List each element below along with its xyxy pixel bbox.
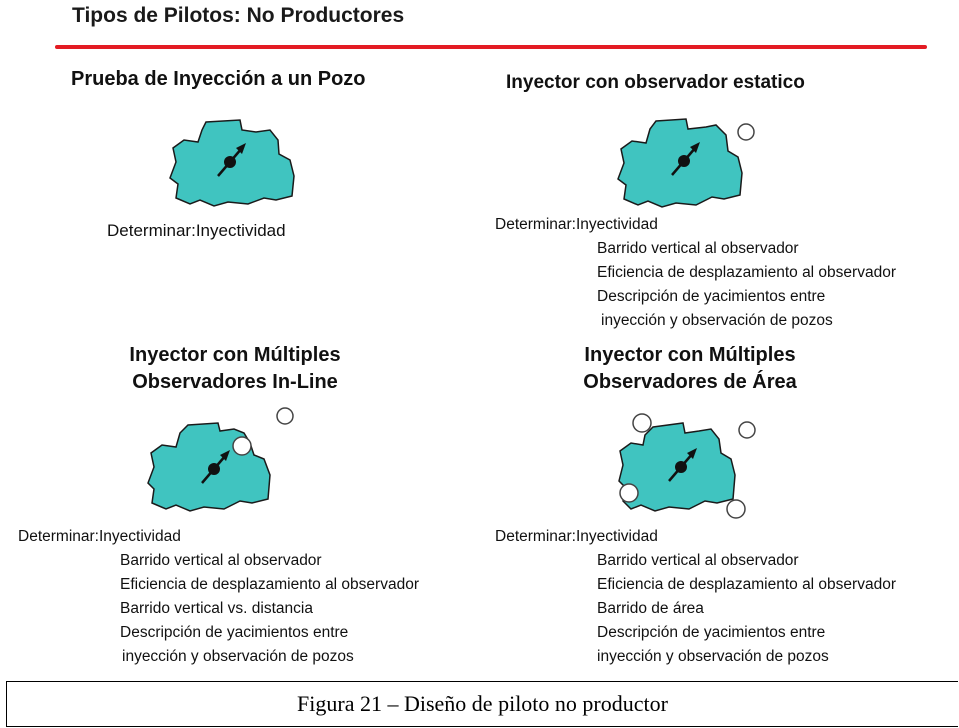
reservoir-diagram-1 [169,119,295,207]
result-item: Descripción de yacimientos entre [597,288,826,305]
reservoir-diagram-3 [147,407,294,512]
result-item: Barrido vertical al observador [597,552,799,569]
observer-well-icon [738,421,756,439]
result-item: Barrido vertical al observador [597,240,799,257]
determine-label: Determinar: [18,528,99,545]
figure-caption: Figura 21 – Diseño de piloto no producto… [297,691,668,716]
result-item: Eficiencia de desplazamiento al observad… [597,576,896,593]
heading-line: Inyector con Múltiples [129,344,341,366]
heading-line: Inyector con Múltiples [584,344,796,366]
flow-arrow-icon [217,147,243,177]
result-item: Descripción de yacimientos entre [120,624,349,641]
panel-3-heading: Inyector con Múltiples Observadores In-L… [85,342,385,396]
panel-2-heading: Inyector con observador estatico [506,72,805,93]
flow-arrow-icon [671,146,697,176]
observer-well-icon [632,413,652,433]
result-item: Barrido de área [597,600,704,617]
observer-well-icon [619,483,639,503]
heading-line: Observadores de Área [583,371,797,393]
flow-arrow-icon [201,454,227,484]
slide-title: Tipos de Pilotos: No Productores [72,4,405,27]
figure-caption-box: Figura 21 – Diseño de piloto no producto… [6,681,958,727]
result-item: Eficiencia de desplazamiento al observad… [597,264,896,281]
result-item: Inyectividad [98,528,181,545]
result-item: Inyectividad [575,528,658,545]
reservoir-diagram-4 [618,413,756,519]
reservoir-diagram-2 [617,118,755,208]
panel-4-determine: Determinar:Inyectividad [495,525,658,549]
result-item: Barrido vertical vs. distancia [120,600,313,617]
panel-3-determine: Determinar:Inyectividad [18,525,181,549]
title-underline [55,45,927,49]
observer-well-icon [737,123,755,141]
result-item: inyección y observación de pozos [597,648,829,665]
determine-label: Determinar: [495,528,576,545]
panel-2-determine: Determinar:Inyectividad [495,213,658,237]
observer-well-icon [276,407,294,425]
panel-1-heading: Prueba de Inyección a un Pozo [71,68,366,90]
result-item: Barrido vertical al observador [120,552,322,569]
panel-1-determine: Determinar:Inyectividad [107,219,286,243]
result-item: Inyectividad [575,216,658,233]
result-item: inyección y observación de pozos [601,312,833,329]
observer-well-icon [726,499,746,519]
observer-well-icon [232,436,252,456]
result-item: Descripción de yacimientos entre [597,624,826,641]
flow-arrow-icon [668,452,694,482]
result-item: inyección y observación de pozos [122,648,354,665]
determine-label: Determinar: [495,216,576,233]
result-item: Inyectividad [195,221,286,240]
determine-label: Determinar: [107,221,196,240]
result-item: Eficiencia de desplazamiento al observad… [120,576,419,593]
heading-line: Observadores In-Line [132,371,338,393]
panel-4-heading: Inyector con Múltiples Observadores de Á… [540,342,840,396]
